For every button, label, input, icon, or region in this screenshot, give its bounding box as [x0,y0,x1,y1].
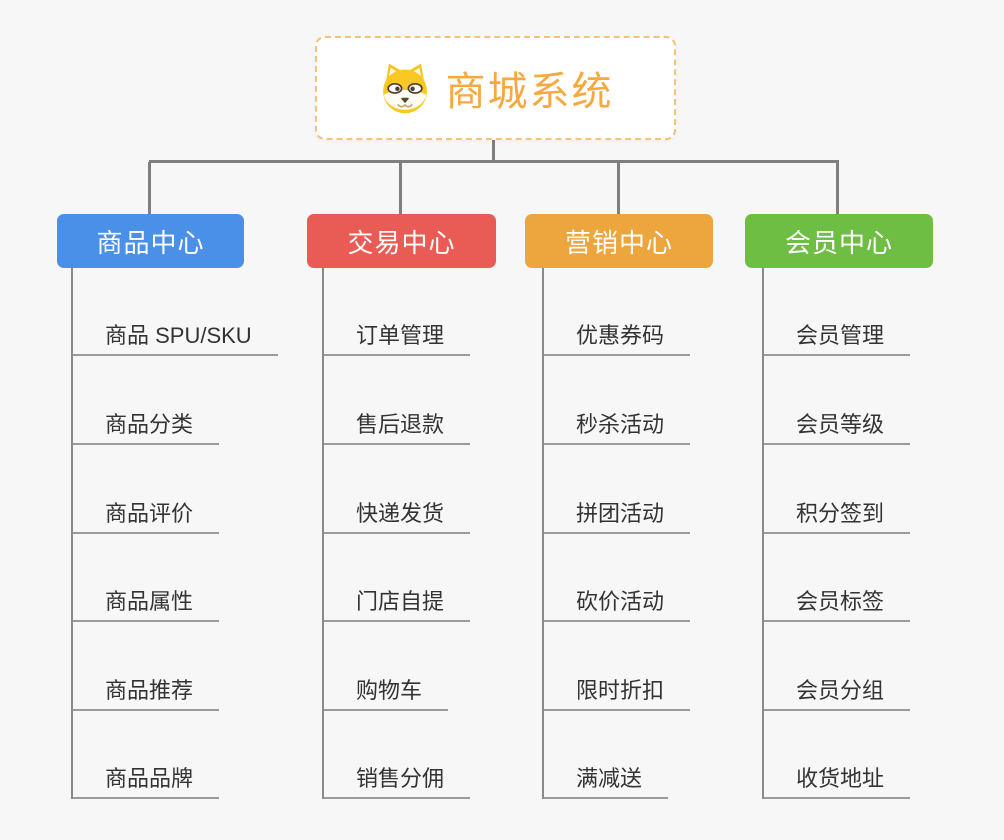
leaf-node[interactable]: 拼团活动 [544,494,691,534]
branch-node-marketing-center[interactable]: 营销中心 [525,214,713,268]
leaf-node[interactable]: 限时折扣 [544,671,691,711]
leaf-column-member: 会员管理 会员等级 积分签到 会员标签 会员分组 收货地址 [762,268,994,799]
leaf-column-marketing: 优惠券码 秒杀活动 拼团活动 砍价活动 限时折扣 满减送 [542,268,774,799]
branch-node-trade-center[interactable]: 交易中心 [307,214,496,268]
leaf-node[interactable]: 商品品牌 [73,759,220,799]
branch-label: 商品中心 [96,227,205,258]
leaf-node[interactable]: 商品分类 [73,405,220,445]
leaf-node[interactable]: 订单管理 [324,316,471,356]
root-connector-line [492,140,495,163]
leaf-node[interactable]: 销售分佣 [324,759,471,799]
branch-drop-line-4 [836,162,839,215]
shiba-dog-icon [382,63,427,114]
root-title: 商城系统 [445,70,614,114]
leaf-node[interactable]: 商品评价 [73,494,220,534]
leaf-node[interactable]: 商品 SPU/SKU [73,316,278,356]
leaf-node[interactable]: 会员管理 [764,316,911,356]
leaf-column-product: 商品 SPU/SKU 商品分类 商品评价 商品属性 商品推荐 商品品牌 [71,268,303,799]
branch-drop-line-2 [399,162,402,215]
branch-bus-line [149,160,839,163]
leaf-node[interactable]: 收货地址 [764,759,911,799]
branch-drop-line-3 [617,162,620,215]
branch-label: 会员中心 [784,227,893,258]
leaf-node[interactable]: 秒杀活动 [544,405,691,445]
leaf-node[interactable]: 商品属性 [73,582,220,622]
branch-drop-line-1 [148,162,151,215]
branch-node-member-center[interactable]: 会员中心 [745,214,933,268]
leaf-node[interactable]: 优惠券码 [544,316,691,356]
leaf-node[interactable]: 商品推荐 [73,671,220,711]
leaf-node[interactable]: 会员等级 [764,405,911,445]
root-node[interactable]: 商城系统 [315,36,676,140]
leaf-node[interactable]: 门店自提 [324,582,471,622]
leaf-node[interactable]: 快递发货 [324,494,471,534]
branch-label: 交易中心 [347,227,456,258]
leaf-node[interactable]: 砍价活动 [544,582,691,622]
branch-label: 营销中心 [564,227,673,258]
leaf-node[interactable]: 积分签到 [764,494,911,534]
leaf-node[interactable]: 会员分组 [764,671,911,711]
leaf-column-trade: 订单管理 售后退款 快递发货 门店自提 购物车 销售分佣 [322,268,554,799]
leaf-node[interactable]: 会员标签 [764,582,911,622]
leaf-node[interactable]: 购物车 [324,671,449,711]
leaf-node[interactable]: 售后退款 [324,405,471,445]
leaf-node[interactable]: 满减送 [544,759,669,799]
branch-node-product-center[interactable]: 商品中心 [57,214,244,268]
